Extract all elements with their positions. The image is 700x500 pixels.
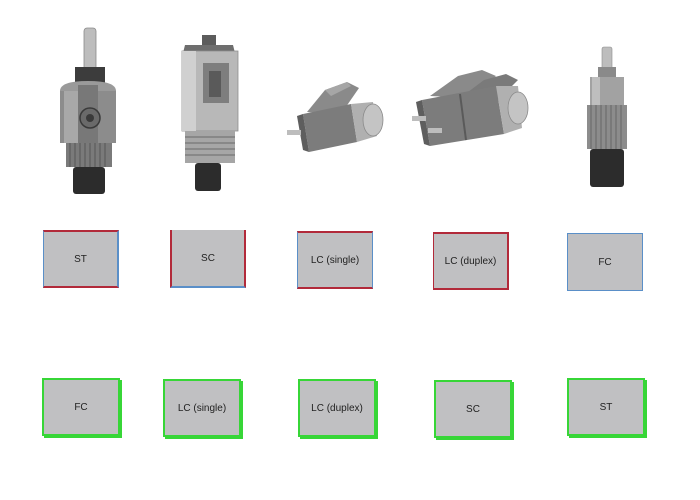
draggable-label-text: LC (single) (177, 402, 227, 414)
lc-single-connector-icon (287, 82, 384, 152)
draggable-label-st[interactable]: ST (567, 378, 645, 436)
target-box-lc-single: LC (single) (297, 231, 373, 289)
target-box-lc-duplex: LC (duplex) (433, 232, 509, 290)
draggable-label-fc[interactable]: FC (42, 378, 120, 436)
draggable-label-text: LC (duplex) (311, 402, 363, 414)
target-box-label: FC (598, 256, 612, 268)
draggable-label-lc-single[interactable]: LC (single) (163, 379, 241, 437)
draggable-label-sc[interactable]: SC (434, 380, 512, 438)
draggable-label-text: FC (74, 401, 88, 413)
draggable-label-lc-duplex[interactable]: LC (duplex) (298, 379, 376, 437)
fc-connector-icon (587, 46, 627, 187)
draggable-label-text: SC (466, 403, 480, 415)
target-box-fc: FC (567, 233, 643, 291)
target-box-st: ST (43, 230, 119, 288)
target-box-label: LC (single) (310, 254, 360, 266)
target-box-label: SC (201, 252, 215, 264)
sc-connector-icon (181, 35, 239, 191)
lc-duplex-connector-icon (412, 70, 529, 146)
target-box-label: LC (duplex) (444, 255, 497, 267)
target-box-sc: SC (170, 230, 246, 288)
st-connector-icon (60, 27, 116, 194)
draggable-label-text: ST (599, 401, 613, 413)
target-box-label: ST (74, 253, 87, 265)
